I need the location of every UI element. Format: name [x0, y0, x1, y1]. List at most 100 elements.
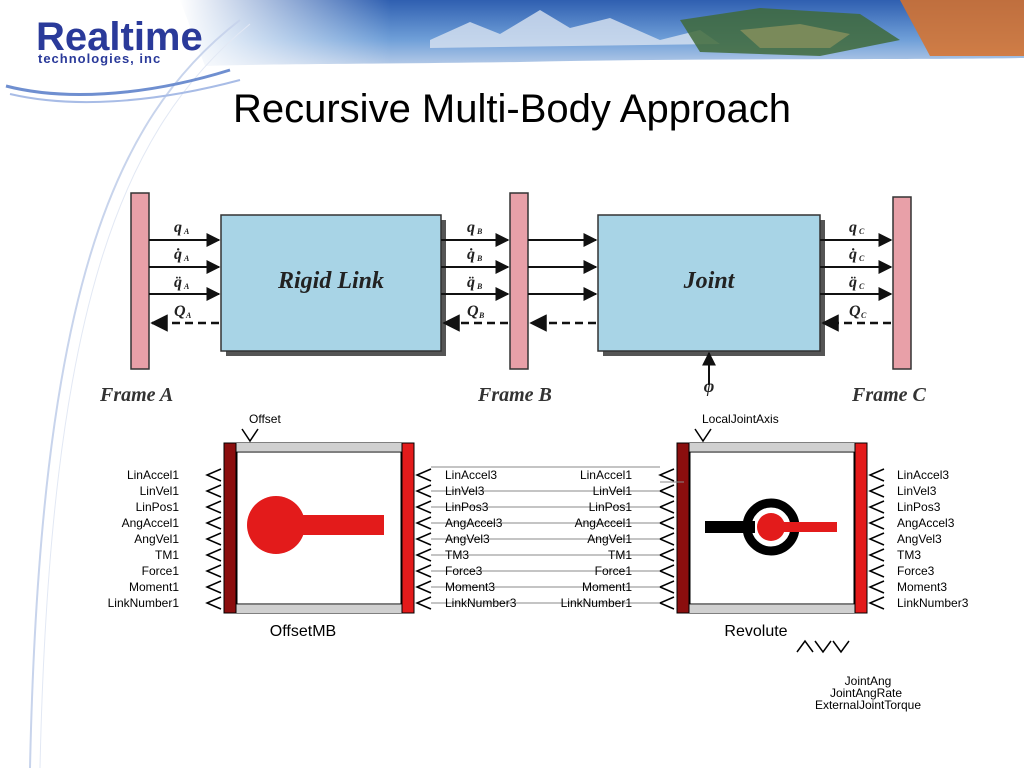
- revolute-block[interactable]: [676, 442, 868, 614]
- revolute-left-port[interactable]: [658, 516, 675, 530]
- offset-right-port-label: LinkNumber3: [445, 596, 517, 610]
- joint-input-phi: φ: [704, 376, 715, 396]
- offset-right-port-label: TM3: [445, 548, 469, 562]
- frame-b-label: Frame B: [477, 384, 552, 406]
- revolute-left-port[interactable]: [658, 580, 675, 594]
- signal-c-Q: Q: [849, 303, 861, 320]
- revolute-right-port-label: AngAccel3: [897, 516, 955, 530]
- revolute-right-port-label: TM3: [897, 548, 921, 562]
- offset-right-port[interactable]: [415, 484, 432, 498]
- offset-left-port[interactable]: [205, 516, 222, 530]
- offset-right-port-label: Force3: [445, 564, 483, 578]
- sub-a-3: A: [183, 282, 190, 291]
- page-title: Recursive Multi-Body Approach: [233, 87, 791, 131]
- revolute-right-port[interactable]: [868, 580, 885, 594]
- offset-left-port-label: LinVel1: [140, 484, 180, 498]
- revolute-left-port[interactable]: [658, 548, 675, 562]
- port-chevrons[interactable]: [205, 468, 885, 610]
- revolute-left-port[interactable]: [658, 468, 675, 482]
- offset-right-port[interactable]: [415, 596, 432, 610]
- decorative-swoosh: [5, 19, 251, 768]
- revolute-right-port[interactable]: [868, 548, 885, 562]
- sub-a-1: A: [183, 227, 190, 236]
- signal-b-qdot: q̇: [467, 246, 475, 263]
- offset-right-port-label: LinVel3: [445, 484, 485, 498]
- revolute-left-port[interactable]: [658, 532, 675, 546]
- revolute-left-port[interactable]: [658, 500, 675, 514]
- joint-label: Joint: [683, 268, 736, 294]
- offset-right-port-label: AngAccel3: [445, 516, 503, 530]
- offset-left-port[interactable]: [205, 564, 222, 578]
- offset-left-port-label: Moment1: [129, 580, 179, 594]
- signal-b-qddot: q̈: [467, 274, 475, 291]
- revolute-top-port-label: LocalJointAxis: [702, 412, 779, 426]
- frame-b-bar: [509, 192, 529, 370]
- revolute-left-port-label: Moment1: [582, 580, 632, 594]
- revolute-left-port[interactable]: [658, 596, 675, 610]
- revolute-left-port-label: LinPos1: [589, 500, 633, 514]
- revolute-right-port[interactable]: [868, 484, 885, 498]
- revolute-right-port[interactable]: [868, 516, 885, 530]
- sub-c-3: C: [859, 282, 865, 291]
- signal-b-q: q: [467, 219, 475, 236]
- revolute-right-port-label: AngVel3: [897, 532, 942, 546]
- signal-c-qdot: q̇: [849, 246, 857, 263]
- revolute-right-port[interactable]: [868, 500, 885, 514]
- revolute-right-port[interactable]: [868, 532, 885, 546]
- revolute-right-port-label: LinkNumber3: [897, 596, 969, 610]
- revolute-left-port[interactable]: [658, 484, 675, 498]
- offset-top-port[interactable]: [241, 428, 259, 443]
- offset-left-port[interactable]: [205, 580, 222, 594]
- offset-right-port[interactable]: [415, 516, 432, 530]
- offset-left-port-label: LinAccel1: [127, 468, 179, 482]
- company-logo: Realtime technologies, inc: [36, 15, 203, 66]
- offset-left-port[interactable]: [205, 532, 222, 546]
- offset-left-port[interactable]: [205, 484, 222, 498]
- offset-body-icon: [247, 496, 305, 554]
- revolute-left-port-label: LinkNumber1: [561, 596, 633, 610]
- revolute-bottom-ports[interactable]: [796, 639, 850, 654]
- offset-right-port[interactable]: [415, 564, 432, 578]
- sub-b-2: B: [476, 254, 483, 263]
- offsetmb-block[interactable]: [223, 442, 415, 614]
- offset-right-port[interactable]: [415, 548, 432, 562]
- offset-left-port-label: LinPos1: [136, 500, 180, 514]
- offset-right-port-label: LinPos3: [445, 500, 489, 514]
- sub-c-2: C: [859, 254, 865, 263]
- offset-left-port-label: Force1: [142, 564, 180, 578]
- revolute-right-port-label: Force3: [897, 564, 935, 578]
- signal-a-qddot: q̈: [174, 274, 182, 291]
- offset-right-port[interactable]: [415, 532, 432, 546]
- bottom-port-external-torque: ExternalJointTorque: [815, 698, 921, 712]
- revolute-left-port-label: AngAccel1: [575, 516, 633, 530]
- simulink-diagram: Offset LocalJointAxis OffsetMB: [108, 412, 969, 712]
- offset-left-port[interactable]: [205, 500, 222, 514]
- frame-a-label: Frame A: [99, 384, 173, 406]
- signal-a-qdot: q̇: [174, 246, 182, 263]
- revolute-top-port[interactable]: [694, 428, 712, 443]
- offset-left-port[interactable]: [205, 468, 222, 482]
- signal-a-q: q: [174, 219, 182, 236]
- header-banner: [180, 0, 1024, 66]
- offset-left-port[interactable]: [205, 548, 222, 562]
- connection-lines: [431, 466, 684, 604]
- revolute-right-port[interactable]: [868, 564, 885, 578]
- offset-right-port[interactable]: [415, 580, 432, 594]
- revolute-right-port[interactable]: [868, 468, 885, 482]
- offset-left-port[interactable]: [205, 596, 222, 610]
- sub-b-1: B: [476, 227, 483, 236]
- signal-c-q: q: [849, 219, 857, 236]
- signal-a-Q: Q: [174, 303, 186, 320]
- revolute-left-port-label: AngVel1: [587, 532, 632, 546]
- revolute-right-port-label: LinVel3: [897, 484, 937, 498]
- sub-c-1: C: [859, 227, 865, 236]
- offset-left-port-label: LinkNumber1: [108, 596, 180, 610]
- sub-a-2: A: [183, 254, 190, 263]
- revolute-left-port[interactable]: [658, 564, 675, 578]
- offset-right-port[interactable]: [415, 468, 432, 482]
- offset-left-port-label: AngAccel1: [122, 516, 180, 530]
- offset-right-port[interactable]: [415, 500, 432, 514]
- revolute-right-port[interactable]: [868, 596, 885, 610]
- rigid-link-label: Rigid Link: [277, 268, 384, 294]
